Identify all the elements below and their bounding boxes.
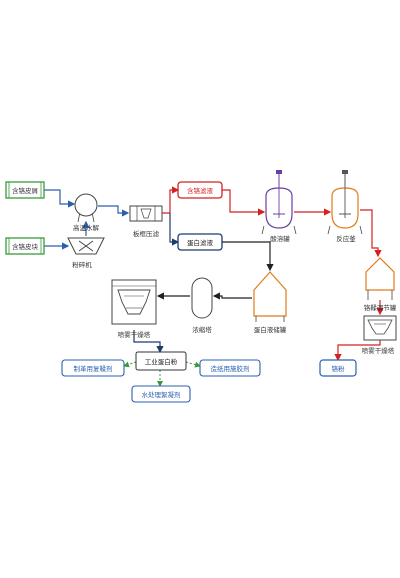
crusher-label: 粉碎机 — [72, 260, 92, 269]
chrome-powder-label: 铬粉 — [332, 364, 346, 373]
leather-filler-box: 制革用复鞣剂 — [61, 359, 125, 377]
protein-storage-tank-icon: 蛋白液储罐 — [253, 271, 287, 334]
arrow-spraytower-to-chromepowder — [334, 340, 381, 362]
concentrator-label: 浓缩塔 — [192, 325, 212, 334]
reactor-icon: 反应釜 — [327, 170, 363, 243]
arrow-protein-to-paperglue — [185, 361, 201, 368]
spray-tower-right-label: 喷雾干燥塔 — [362, 346, 395, 355]
spray-tower-left-icon: 喷雾干燥塔 — [111, 279, 157, 339]
leather-filler-label: 制革用复鞣剂 — [74, 364, 113, 373]
arrow-chromefiltrate-to-acidtank — [222, 189, 266, 216]
water-flocculant-label: 水处理絮凝剂 — [142, 390, 181, 399]
water-flocculant-box: 水处理絮凝剂 — [131, 385, 191, 403]
hydrolysis-label: 高温水解 — [73, 223, 100, 232]
source-chrome-scrap: 含铬皮屑 — [5, 181, 45, 199]
spray-tower-left-label: 喷雾干燥塔 — [118, 330, 151, 339]
crusher-icon: 粉碎机 — [67, 237, 105, 269]
arrow-proteinfiltrate-to-storage — [222, 241, 274, 272]
protein-filtrate-label: 蛋白滤液 — [187, 238, 214, 247]
industrial-protein-box: 工业蛋白粉 — [135, 351, 187, 371]
chrome-adjust-tank-icon: 铬鞣调节罐 — [364, 257, 397, 312]
acid-tank-icon: 酸溶罐 — [261, 170, 297, 243]
chrome-adjust-tank-label: 铬鞣调节罐 — [364, 303, 397, 312]
arrow-scrap-to-hydrolysis — [44, 189, 76, 208]
arrow-storage-to-concentrator — [212, 292, 252, 300]
arrow-hydrolysis-to-filterpress — [98, 205, 130, 217]
chrome-filtrate-label: 含铬滤液 — [187, 186, 214, 195]
paper-glue-label: 造纸用施胶剂 — [211, 364, 250, 373]
chrome-scrap-label: 含铬皮屑 — [12, 186, 38, 195]
acid-tank-label: 酸溶罐 — [270, 234, 290, 243]
chrome-filtrate-box: 含铬滤液 — [177, 181, 223, 199]
industrial-protein-label: 工业蛋白粉 — [145, 357, 178, 366]
arrow-reactor-to-adjusttank — [360, 209, 382, 258]
concentrator-icon: 浓缩塔 — [191, 277, 213, 334]
filter-press-icon: 板框压滤 — [129, 205, 163, 238]
arrow-spraytower-to-protein — [133, 330, 164, 354]
reactor-label: 反应釜 — [336, 234, 356, 243]
arrow-filterpress-to-proteinfiltrate — [169, 213, 180, 246]
protein-storage-label: 蛋白液储罐 — [254, 325, 287, 334]
spray-tower-right-icon: 喷雾干燥塔 — [362, 315, 397, 355]
source-chrome-block: 含铬皮块 — [5, 237, 45, 255]
chrome-block-label: 含铬皮块 — [12, 242, 39, 251]
connectors — [44, 186, 384, 387]
arrow-protein-to-leatherfiller — [123, 361, 137, 368]
paper-glue-box: 造纸用施胶剂 — [199, 359, 261, 377]
filter-press-label: 板框压滤 — [133, 229, 160, 238]
arrow-filterpress-to-chromefiltrate — [162, 186, 180, 214]
protein-filtrate-box: 蛋白滤液 — [177, 233, 223, 251]
chrome-powder-box: 铬粉 — [319, 359, 357, 377]
hydrolysis-vessel-icon: 高温水解 — [73, 193, 100, 232]
